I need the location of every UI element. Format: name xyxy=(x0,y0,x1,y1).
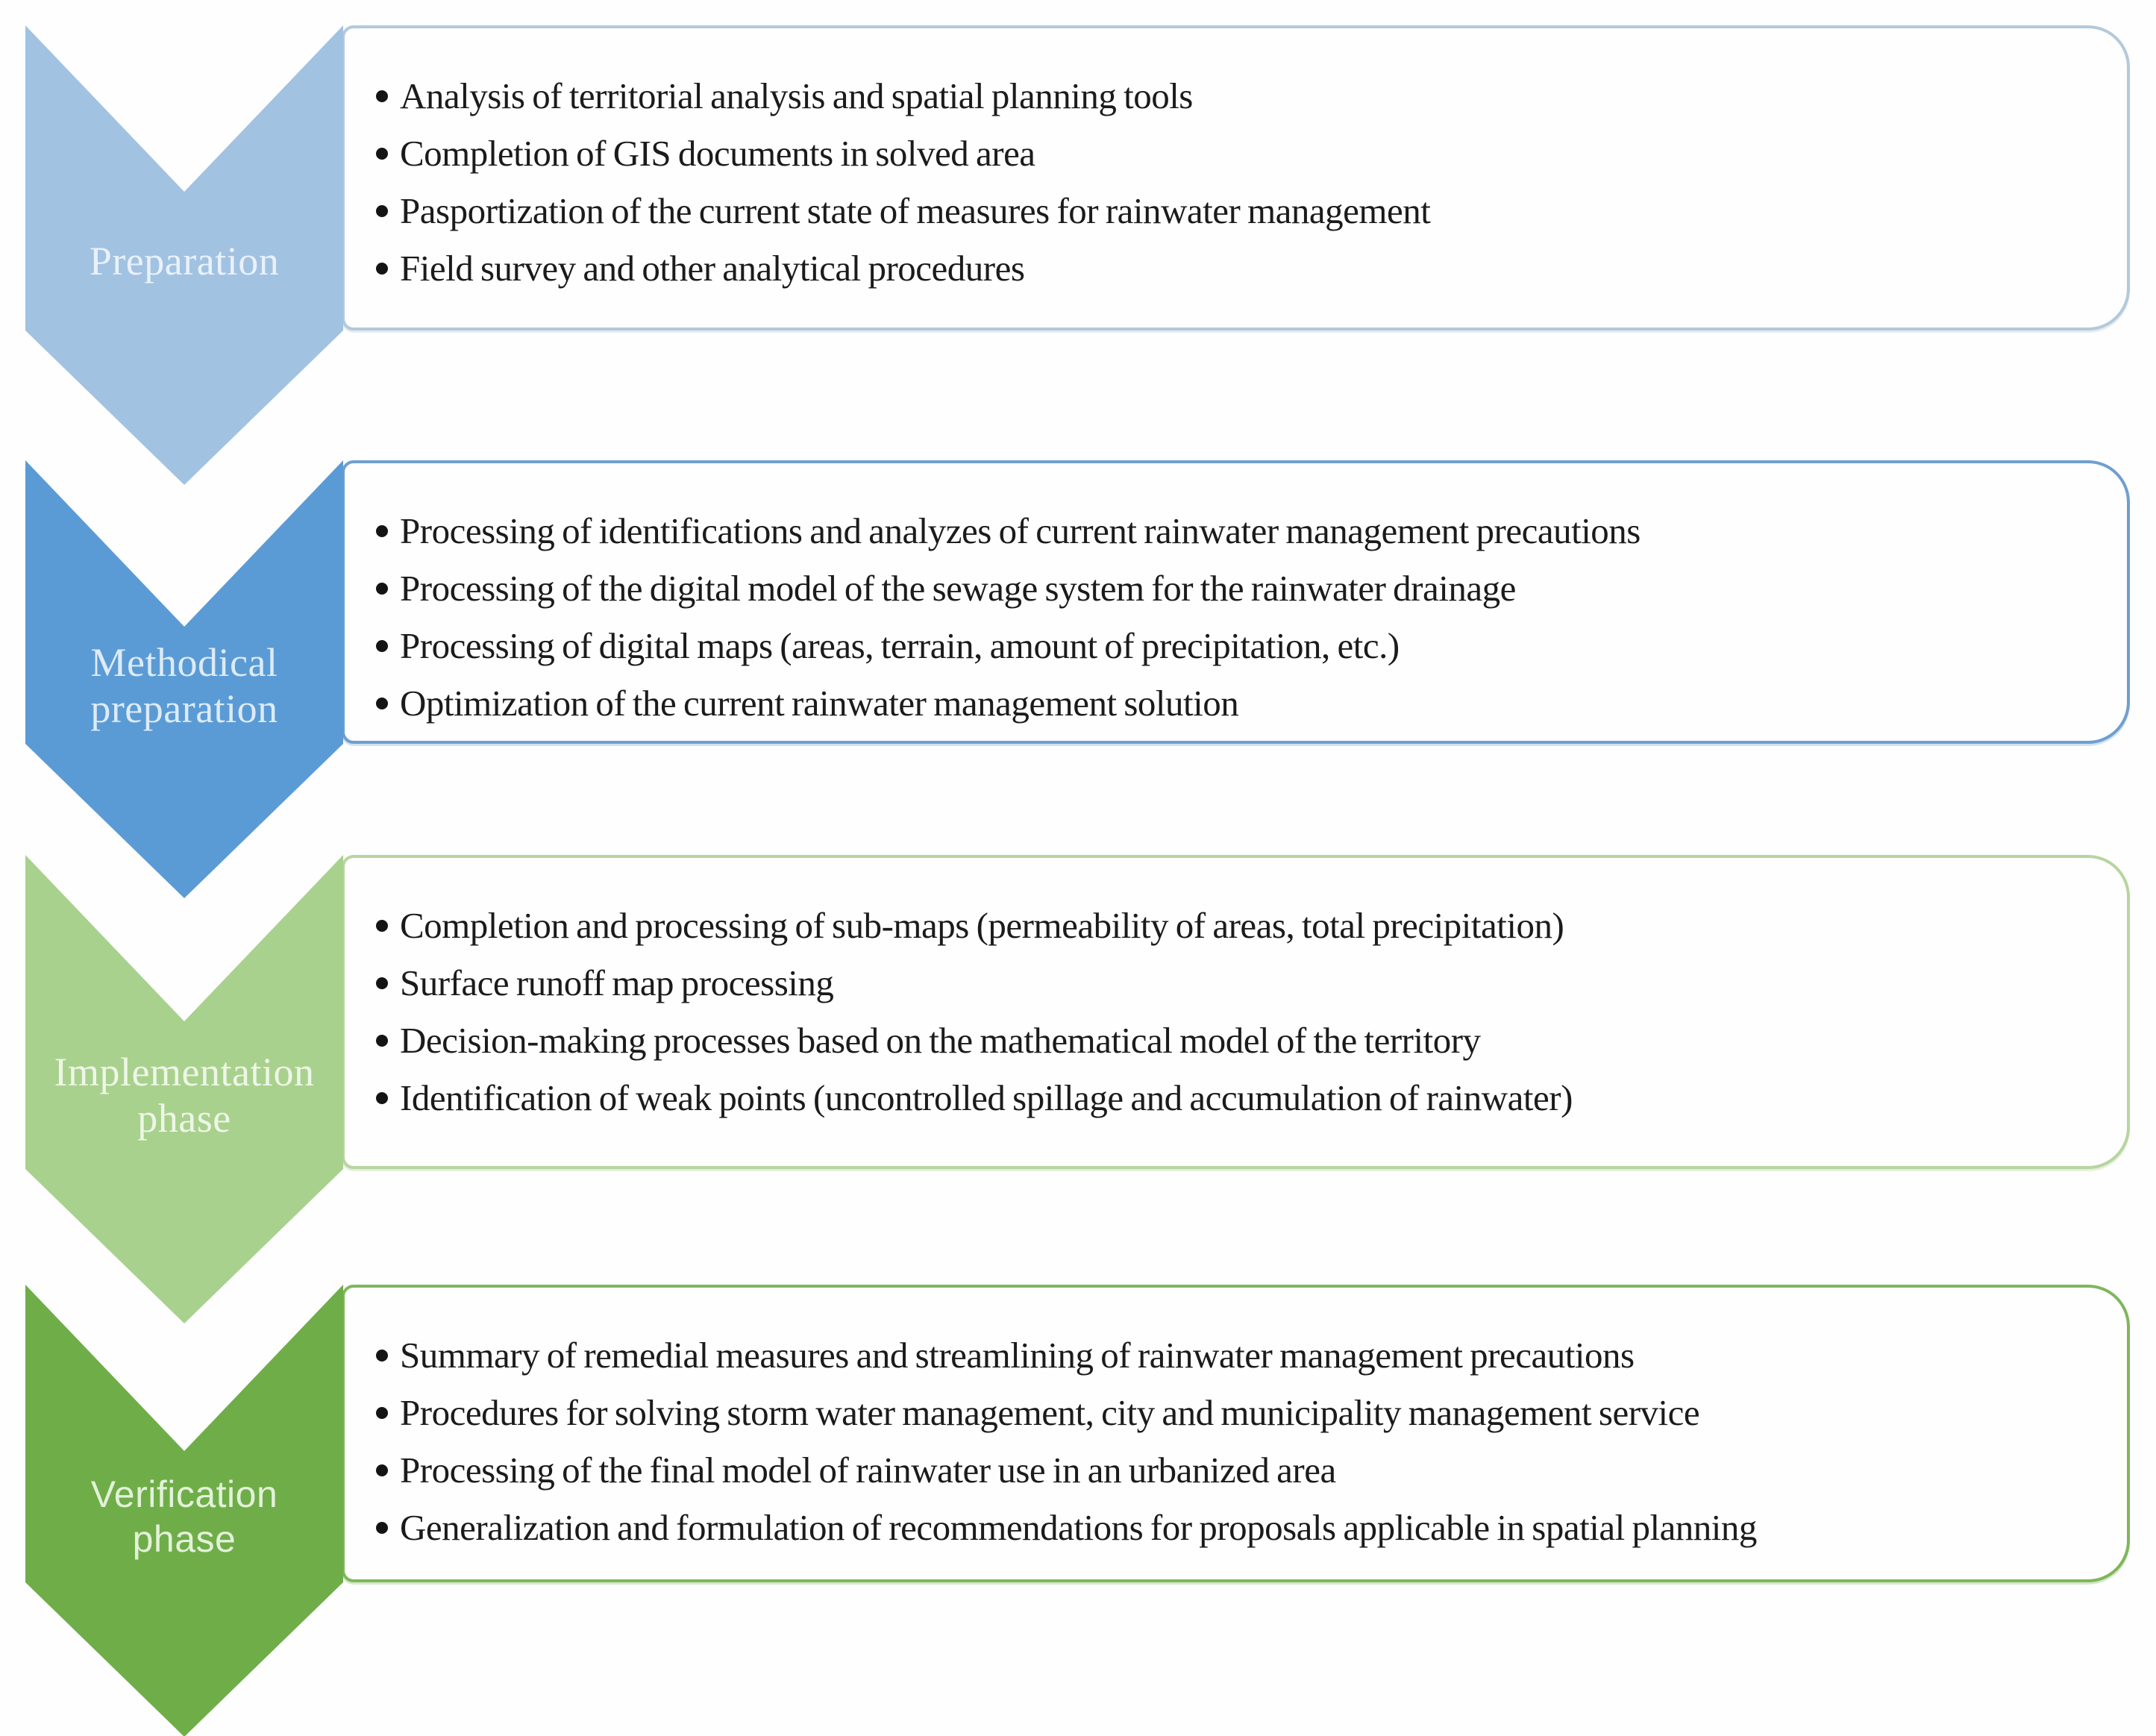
list-item: Completion of GIS documents in solved ar… xyxy=(376,125,2100,182)
phase-label-methodical-preparation: Methodical preparation xyxy=(90,639,278,731)
list-item: Summary of remedial measures and streaml… xyxy=(376,1326,2100,1384)
list-item: Analysis of territorial analysis and spa… xyxy=(376,67,2100,125)
chevron-arrow-verification: Verification phase xyxy=(25,1285,343,1736)
list-item: Completion and processing of sub-maps (p… xyxy=(376,897,2100,954)
list-item: Field survey and other analytical proced… xyxy=(376,239,2100,297)
bullet-list-methodical-preparation: Processing of identifications and analyz… xyxy=(345,463,2127,732)
phase-label-implementation: Implementation phase xyxy=(54,1050,315,1141)
list-item: Identification of weak points (uncontrol… xyxy=(376,1069,2100,1126)
list-item: Pasportization of the current state of m… xyxy=(376,182,2100,239)
bullet-list-implementation: Completion and processing of sub-maps (p… xyxy=(345,858,2127,1126)
phase-box-verification: Summary of remedial measures and streaml… xyxy=(342,1285,2130,1582)
list-item: Processing of identifications and analyz… xyxy=(376,502,2100,560)
phase-box-implementation: Completion and processing of sub-maps (p… xyxy=(342,855,2130,1169)
chevron-arrow-implementation: Implementation phase xyxy=(25,855,343,1323)
phase-label-verification: Verification phase xyxy=(90,1473,278,1560)
bullet-list-verification: Summary of remedial measures and streaml… xyxy=(345,1288,2127,1556)
phase-box-methodical-preparation: Processing of identifications and analyz… xyxy=(342,460,2130,744)
list-item: Processing of the digital model of the s… xyxy=(376,560,2100,617)
chevron-arrow-methodical-preparation: Methodical preparation xyxy=(25,460,343,898)
list-item: Decision-making processes based on the m… xyxy=(376,1012,2100,1069)
list-item: Procedures for solving storm water manag… xyxy=(376,1384,2100,1441)
chevron-arrow-preparation: Preparation xyxy=(25,25,343,485)
list-item: Processing of digital maps (areas, terra… xyxy=(376,617,2100,674)
list-item: Processing of the final model of rainwat… xyxy=(376,1441,2100,1499)
bullet-list-preparation: Analysis of territorial analysis and spa… xyxy=(345,28,2127,297)
phase-box-preparation: Analysis of territorial analysis and spa… xyxy=(342,25,2130,330)
list-item: Optimization of the current rainwater ma… xyxy=(376,674,2100,732)
list-item: Surface runoff map processing xyxy=(376,954,2100,1012)
phase-label-preparation: Preparation xyxy=(89,239,280,283)
list-item: Generalization and formulation of recomm… xyxy=(376,1499,2100,1556)
